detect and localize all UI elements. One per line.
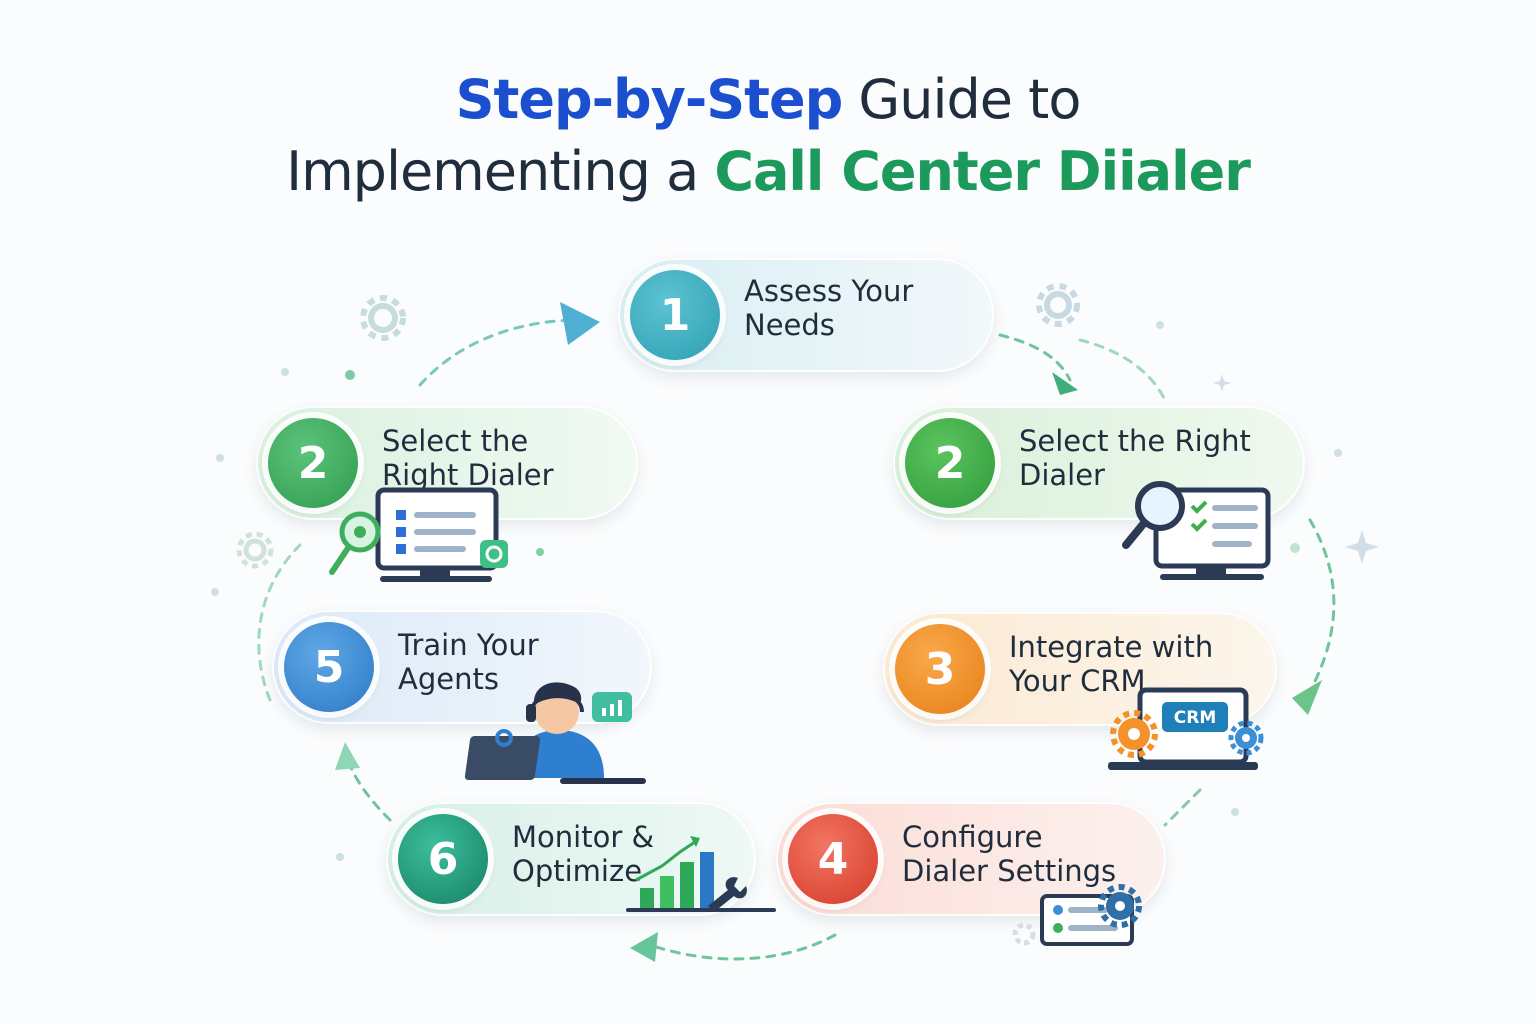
arrow-path-1-to-2right-outer [1078,338,1167,402]
arrow-path-2right-to-3 [1303,518,1336,702]
step-4-number-badge: 4 [788,814,878,904]
step-4-card: 4 Configure Dialer Settings [776,802,1166,916]
arrow-path-1-to-2right [998,333,1072,382]
step-6-label: Monitor & Optimize [512,820,655,888]
arrow-path-5-to-2left [257,543,302,702]
title-line-2: Implementing a Call Center Diialer [0,140,1536,203]
step-5-label: Train Your Agents [398,628,539,696]
gear-icon-left [236,531,274,569]
step-3-label: Integrate with Your CRM [1009,630,1214,698]
arrowhead-to-step-3 [1292,680,1322,715]
crm-label: CRM [1174,708,1216,728]
step-5-card: 5 Train Your Agents [272,610,652,724]
step-4-label: Configure Dialer Settings [902,820,1117,888]
arrowhead-to-step-6 [630,932,658,962]
sparkle-icon-right [1213,374,1379,564]
arrow-path-3-to-4 [1163,788,1202,827]
gear-icon-top-right [1036,283,1080,327]
step-1-number-badge: 1 [630,270,720,360]
arrowhead-to-step-1 [560,302,600,345]
step-3-number-badge: 3 [895,624,985,714]
step-6-number-badge: 6 [398,814,488,904]
title-highlight-blue: Step-by-Step [455,68,844,131]
gear-icon-top-left [360,295,406,341]
title-highlight-green: Call Center Diialer [714,140,1251,203]
step-2-left-label: Select the Right Dialer [382,424,554,492]
arrowhead-to-step-2-right [1052,372,1078,395]
step-2-right-number-badge: 2 [905,418,995,508]
step-2-left-number-badge: 2 [268,418,358,508]
step-2-right-card: 2 Select the Right Dialer [893,406,1305,520]
step-5-number-badge: 5 [284,622,374,712]
step-1-card: 1 Assess Your Needs [618,258,994,372]
step-6-card: 6 Monitor & Optimize [386,802,756,916]
arrow-path-4-to-6 [648,933,837,961]
step-1-label: Assess Your Needs [744,274,914,342]
arrowhead-to-step-5 [335,742,360,770]
arrow-path-2left-to-1 [418,318,582,387]
step-2-right-label: Select the Right Dialer [1019,424,1251,492]
title-line1-rest: Guide to [842,68,1081,131]
title-line2-rest: Implementing a [286,140,715,203]
title-line-1: Step-by-Step Guide to [0,68,1536,131]
